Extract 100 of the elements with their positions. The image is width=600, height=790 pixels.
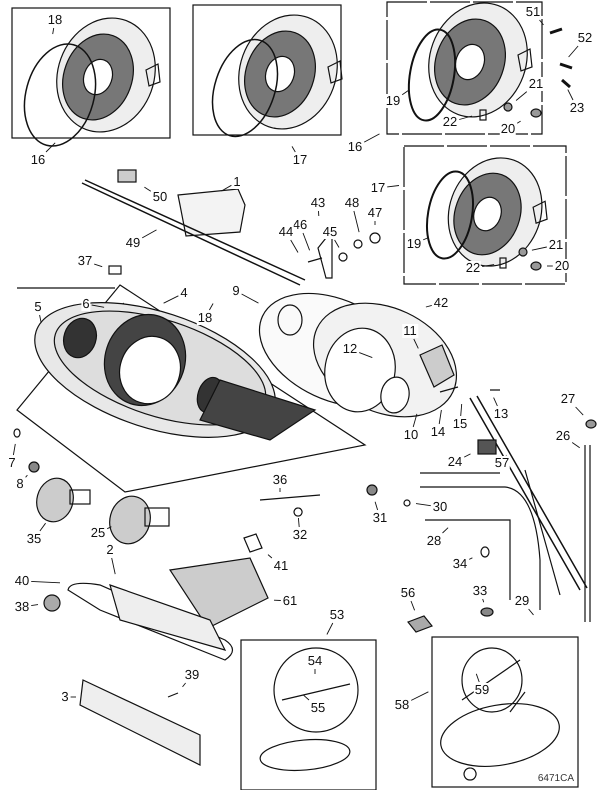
callout-number: 27 <box>560 392 576 406</box>
leader-line <box>142 229 157 238</box>
leader-line <box>575 406 584 416</box>
callout-number: 54 <box>306 654 324 668</box>
leader-line <box>402 90 410 96</box>
callout-number: 35 <box>26 532 42 546</box>
leader-line <box>516 120 522 124</box>
leader-line <box>528 608 534 616</box>
callout-number: 21 <box>528 77 544 91</box>
leader-line <box>25 474 28 478</box>
leader-line <box>572 442 580 448</box>
callout-number: 25 <box>90 526 106 540</box>
callout-number: 33 <box>472 584 488 598</box>
callout-number: 49 <box>124 236 142 250</box>
callout-number: 30 <box>432 500 448 514</box>
callout-number: 51 <box>524 5 542 19</box>
leader-line <box>302 232 310 251</box>
leader-line <box>482 264 495 267</box>
leader-line <box>46 142 56 152</box>
callout-number: 46 <box>292 218 308 232</box>
leader-line <box>70 696 76 698</box>
leader-line <box>438 410 442 424</box>
callout-number: 29 <box>514 594 530 608</box>
leader-line <box>298 518 300 528</box>
callout-number: 19 <box>384 94 402 108</box>
callout-number: 8 <box>15 477 25 491</box>
callout-number: 59 <box>474 683 490 697</box>
callout-number: 22 <box>464 261 482 275</box>
leader-line <box>111 558 116 575</box>
callout-number: 19 <box>406 237 422 251</box>
callout-number: 1 <box>232 175 242 189</box>
leader-line <box>364 133 380 143</box>
callout-number: 52 <box>576 31 594 45</box>
callout-number: 61 <box>282 594 298 608</box>
leader-line <box>413 338 419 349</box>
leader-line <box>412 413 418 428</box>
callout-number: 7 <box>7 456 17 470</box>
leader-line <box>460 404 462 416</box>
callout-number: 6 <box>81 297 91 311</box>
callout-number: 20 <box>500 122 516 136</box>
callout-number: 47 <box>366 206 384 220</box>
leader-line <box>241 294 259 304</box>
callout-number: 22 <box>442 115 458 129</box>
callout-number: 26 <box>554 429 572 443</box>
callout-number: 31 <box>372 511 388 525</box>
callout-number: 5 <box>33 300 43 314</box>
callout-number: 11 <box>402 324 418 338</box>
leader-line <box>208 303 214 310</box>
leader-line <box>268 554 272 558</box>
callout-number: 41 <box>272 559 290 573</box>
leader-line <box>425 304 432 308</box>
callout-number: 4 <box>179 286 189 300</box>
callout-number: 56 <box>400 586 416 600</box>
callout-number: 44 <box>278 225 294 239</box>
callout-number: 48 <box>344 196 360 210</box>
leader-line <box>516 91 528 101</box>
leader-line <box>163 295 179 304</box>
callout-number: 20 <box>554 259 570 273</box>
leader-line <box>12 443 16 456</box>
leader-line <box>374 501 378 510</box>
callout-number: 45 <box>322 225 338 239</box>
leader-line <box>476 673 480 682</box>
leader-line <box>94 264 103 268</box>
leader-line <box>464 453 471 458</box>
leader-line <box>182 682 186 688</box>
leader-line <box>52 28 54 35</box>
leader-line <box>410 691 429 701</box>
callout-number: 34 <box>452 557 468 571</box>
leader-line <box>422 237 429 240</box>
leader-line <box>468 557 473 560</box>
callout-number: 18 <box>196 311 214 325</box>
callout-number: 17 <box>292 153 308 167</box>
callout-number: 42 <box>432 296 450 310</box>
leader-line <box>39 314 42 324</box>
callout-number: 9 <box>231 284 241 298</box>
callout-number: 12 <box>342 342 358 356</box>
leader-line <box>410 600 416 611</box>
leader-line <box>290 240 298 253</box>
callout-number: 57 <box>494 456 510 470</box>
callout-number: 28 <box>426 534 442 548</box>
leader-line <box>106 526 112 530</box>
leader-line <box>458 116 473 120</box>
leader-line <box>314 668 316 674</box>
callout-number: 10 <box>402 428 420 442</box>
leader-line <box>221 184 232 192</box>
callout-number: 3 <box>60 690 70 704</box>
leader-line <box>274 600 282 601</box>
leader-line <box>568 46 579 58</box>
leader-line <box>334 240 340 248</box>
callout-number: 14 <box>430 425 446 439</box>
callout-number: 23 <box>568 101 586 115</box>
callout-number: 55 <box>310 701 326 715</box>
leader-line <box>39 522 46 532</box>
callout-number: 38 <box>14 600 30 614</box>
callout-number: 16 <box>346 140 364 154</box>
leader-line <box>91 304 105 308</box>
leader-line <box>539 20 544 26</box>
callout-number: 43 <box>310 196 326 210</box>
leader-line <box>30 604 38 606</box>
leader-line <box>302 694 310 700</box>
